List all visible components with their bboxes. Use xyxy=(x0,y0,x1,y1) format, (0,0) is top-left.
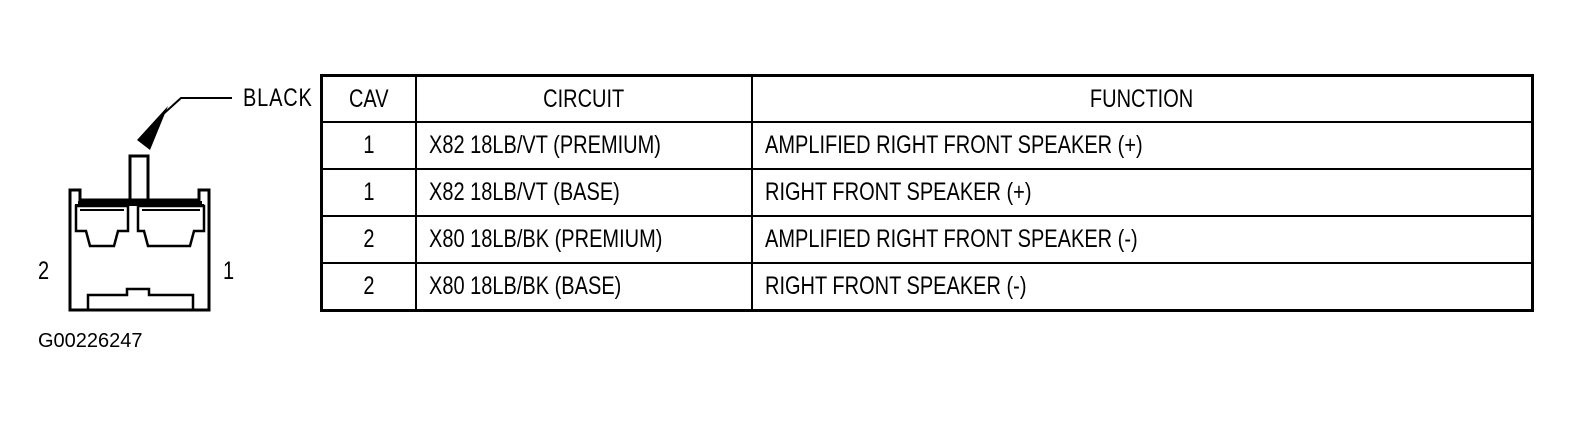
pointer-arrowhead xyxy=(137,106,168,150)
figure-id: G00226247 xyxy=(38,330,143,352)
cell-function: RIGHT FRONT SPEAKER (+) xyxy=(750,168,1534,217)
cell-function: AMPLIFIED RIGHT FRONT SPEAKER (+) xyxy=(750,121,1534,170)
connector-diagram xyxy=(68,97,232,312)
header-function: FUNCTION xyxy=(750,74,1534,123)
table-header-row: CAV CIRCUIT FUNCTION xyxy=(320,74,1534,123)
cavity-shading xyxy=(78,201,202,206)
table-row: 2 X80 18LB/BK (BASE) RIGHT FRONT SPEAKER… xyxy=(320,262,1534,312)
connector-housing xyxy=(68,188,211,312)
cell-circuit: X80 18LB/BK (PREMIUM) xyxy=(414,215,753,264)
cell-circuit: X82 18LB/VT (PREMIUM) xyxy=(414,121,753,170)
table-row: 2 X80 18LB/BK (PREMIUM) AMPLIFIED RIGHT … xyxy=(320,215,1534,264)
cell-cav: 2 xyxy=(320,215,417,264)
header-circuit: CIRCUIT xyxy=(414,74,753,123)
cell-cav: 1 xyxy=(320,121,417,170)
connector-color-label: BLACK xyxy=(243,84,313,112)
cavity-number-right: 1 xyxy=(223,257,235,285)
cell-circuit: X80 18LB/BK (BASE) xyxy=(414,262,753,312)
cell-cav: 1 xyxy=(320,168,417,217)
pinout-table: CAV CIRCUIT FUNCTION 1 X82 18LB/VT (PREM… xyxy=(320,74,1534,312)
cell-cav: 2 xyxy=(320,262,417,312)
cell-function: AMPLIFIED RIGHT FRONT SPEAKER (-) xyxy=(750,215,1534,264)
table-row: 1 X82 18LB/VT (BASE) RIGHT FRONT SPEAKER… xyxy=(320,168,1534,217)
cell-function: RIGHT FRONT SPEAKER (-) xyxy=(750,262,1534,312)
cavity-number-left: 2 xyxy=(38,257,50,285)
cell-circuit: X82 18LB/VT (BASE) xyxy=(414,168,753,217)
table-row: 1 X82 18LB/VT (PREMIUM) AMPLIFIED RIGHT … xyxy=(320,121,1534,170)
header-cav: CAV xyxy=(320,74,417,123)
leader-line xyxy=(159,97,232,118)
